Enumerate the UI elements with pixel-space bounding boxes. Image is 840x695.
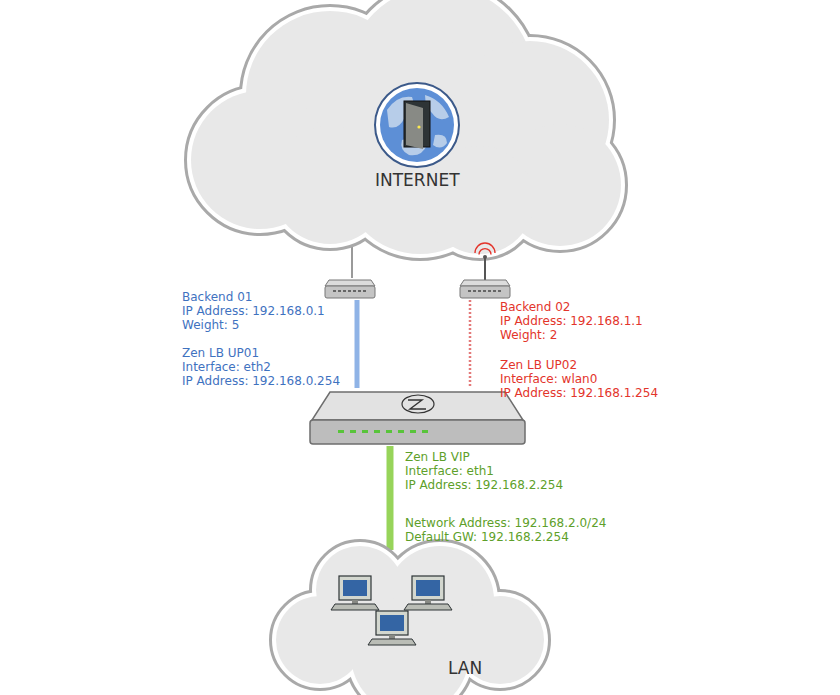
- node-shape: [280, 550, 545, 695]
- node-text-group: Backend 02IP Address: 192.168.1.1Weight:…: [500, 300, 643, 342]
- interface-info: Interface: wlan0: [500, 372, 597, 386]
- globe-icon: [375, 83, 459, 167]
- node-shape: [310, 388, 525, 446]
- device-info: Zen LB VIP: [405, 450, 563, 464]
- cloud-shape: [275, 545, 545, 695]
- device-info: IP Address: 192.168.2.254: [405, 478, 563, 492]
- interface-info: Network Address: 192.168.2.0/24: [405, 516, 606, 530]
- network-link: [355, 300, 360, 388]
- computer-icons: [331, 576, 452, 645]
- interface-info: Zen LB UP02: [500, 358, 577, 372]
- interface-info: Interface: eth2: [182, 360, 271, 374]
- device-info: Backend 02: [500, 300, 643, 314]
- lan-cloud: LAN: [280, 550, 545, 695]
- load-balancer: Zen LB VIPInterface: eth1IP Address: 192…: [310, 388, 525, 446]
- device-info: IP Address: 192.168.0.1: [182, 304, 325, 318]
- interface-info: IP Address: 192.168.0.254: [182, 374, 340, 388]
- interface-info: Zen LB UP01: [182, 346, 259, 360]
- internet-cloud: INTERNET: [170, 0, 640, 246]
- cloud-label: INTERNET: [375, 170, 460, 190]
- interface-info: IP Address: 192.168.1.254: [500, 386, 658, 400]
- node-text-group: Backend 01IP Address: 192.168.0.1Weight:…: [182, 290, 325, 332]
- interface-info: Default GW: 192.168.2.254: [405, 530, 569, 544]
- network-link: [469, 300, 472, 388]
- node-shape: [325, 278, 375, 300]
- cloud-label: LAN: [448, 658, 482, 678]
- wifi-router-icon: [460, 243, 510, 298]
- node-shape: [170, 0, 640, 246]
- node-text-group: Zen LB VIPInterface: eth1IP Address: 192…: [405, 450, 563, 492]
- device-info: Backend 01: [182, 290, 325, 304]
- device-info: Weight: 2: [500, 328, 643, 342]
- load-balancer-device: [310, 392, 525, 444]
- network-link: [387, 446, 394, 550]
- backend-router: Backend 01IP Address: 192.168.0.1Weight:…: [325, 278, 375, 300]
- backend-router: Backend 02IP Address: 192.168.1.1Weight:…: [460, 278, 510, 300]
- node-text-group: LAN: [448, 658, 482, 678]
- device-info: Weight: 5: [182, 318, 325, 332]
- cloud-shape: [190, 0, 622, 255]
- router-icon: [325, 280, 375, 298]
- node-text-group: INTERNET: [375, 170, 460, 190]
- node-shape: [460, 278, 510, 300]
- device-info: Interface: eth1: [405, 464, 563, 478]
- device-info: IP Address: 192.168.1.1: [500, 314, 643, 328]
- network-link: [351, 246, 353, 278]
